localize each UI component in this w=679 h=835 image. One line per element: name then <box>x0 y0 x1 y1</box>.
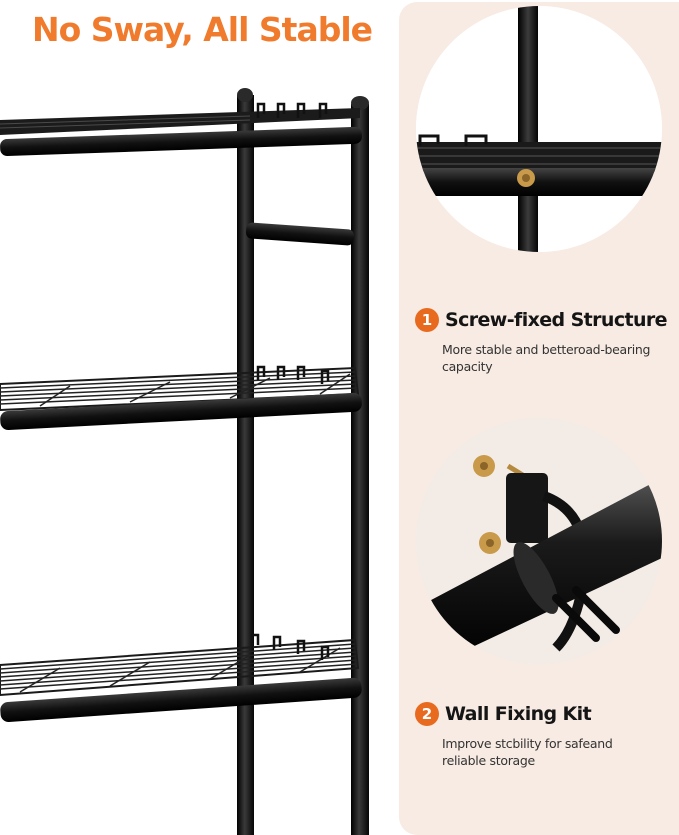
feature-1-title: Screw-fixed Structure <box>445 309 668 331</box>
feature-1-description: More stable and betteroad-bearing capaci… <box>442 342 651 374</box>
feature-2-badge: 2 <box>415 702 439 726</box>
shelf-lower <box>0 633 362 722</box>
screw-joint-detail <box>416 6 662 252</box>
shelf-middle <box>0 365 362 430</box>
shelf-top <box>0 102 362 157</box>
wall-kit-detail <box>416 418 662 664</box>
feature-2: 2 Wall Fixing Kit Improve stcbility for … <box>415 702 675 769</box>
feature-1-badge: 1 <box>415 308 439 332</box>
feature-2-description: Improve stcbility for safeand reliable s… <box>442 736 613 768</box>
rack-photo <box>0 88 369 835</box>
feature-1: 1 Screw-fixed Structure More stable and … <box>415 308 675 375</box>
headline: No Sway, All Stable <box>32 10 373 49</box>
feature-2-title: Wall Fixing Kit <box>445 703 592 725</box>
